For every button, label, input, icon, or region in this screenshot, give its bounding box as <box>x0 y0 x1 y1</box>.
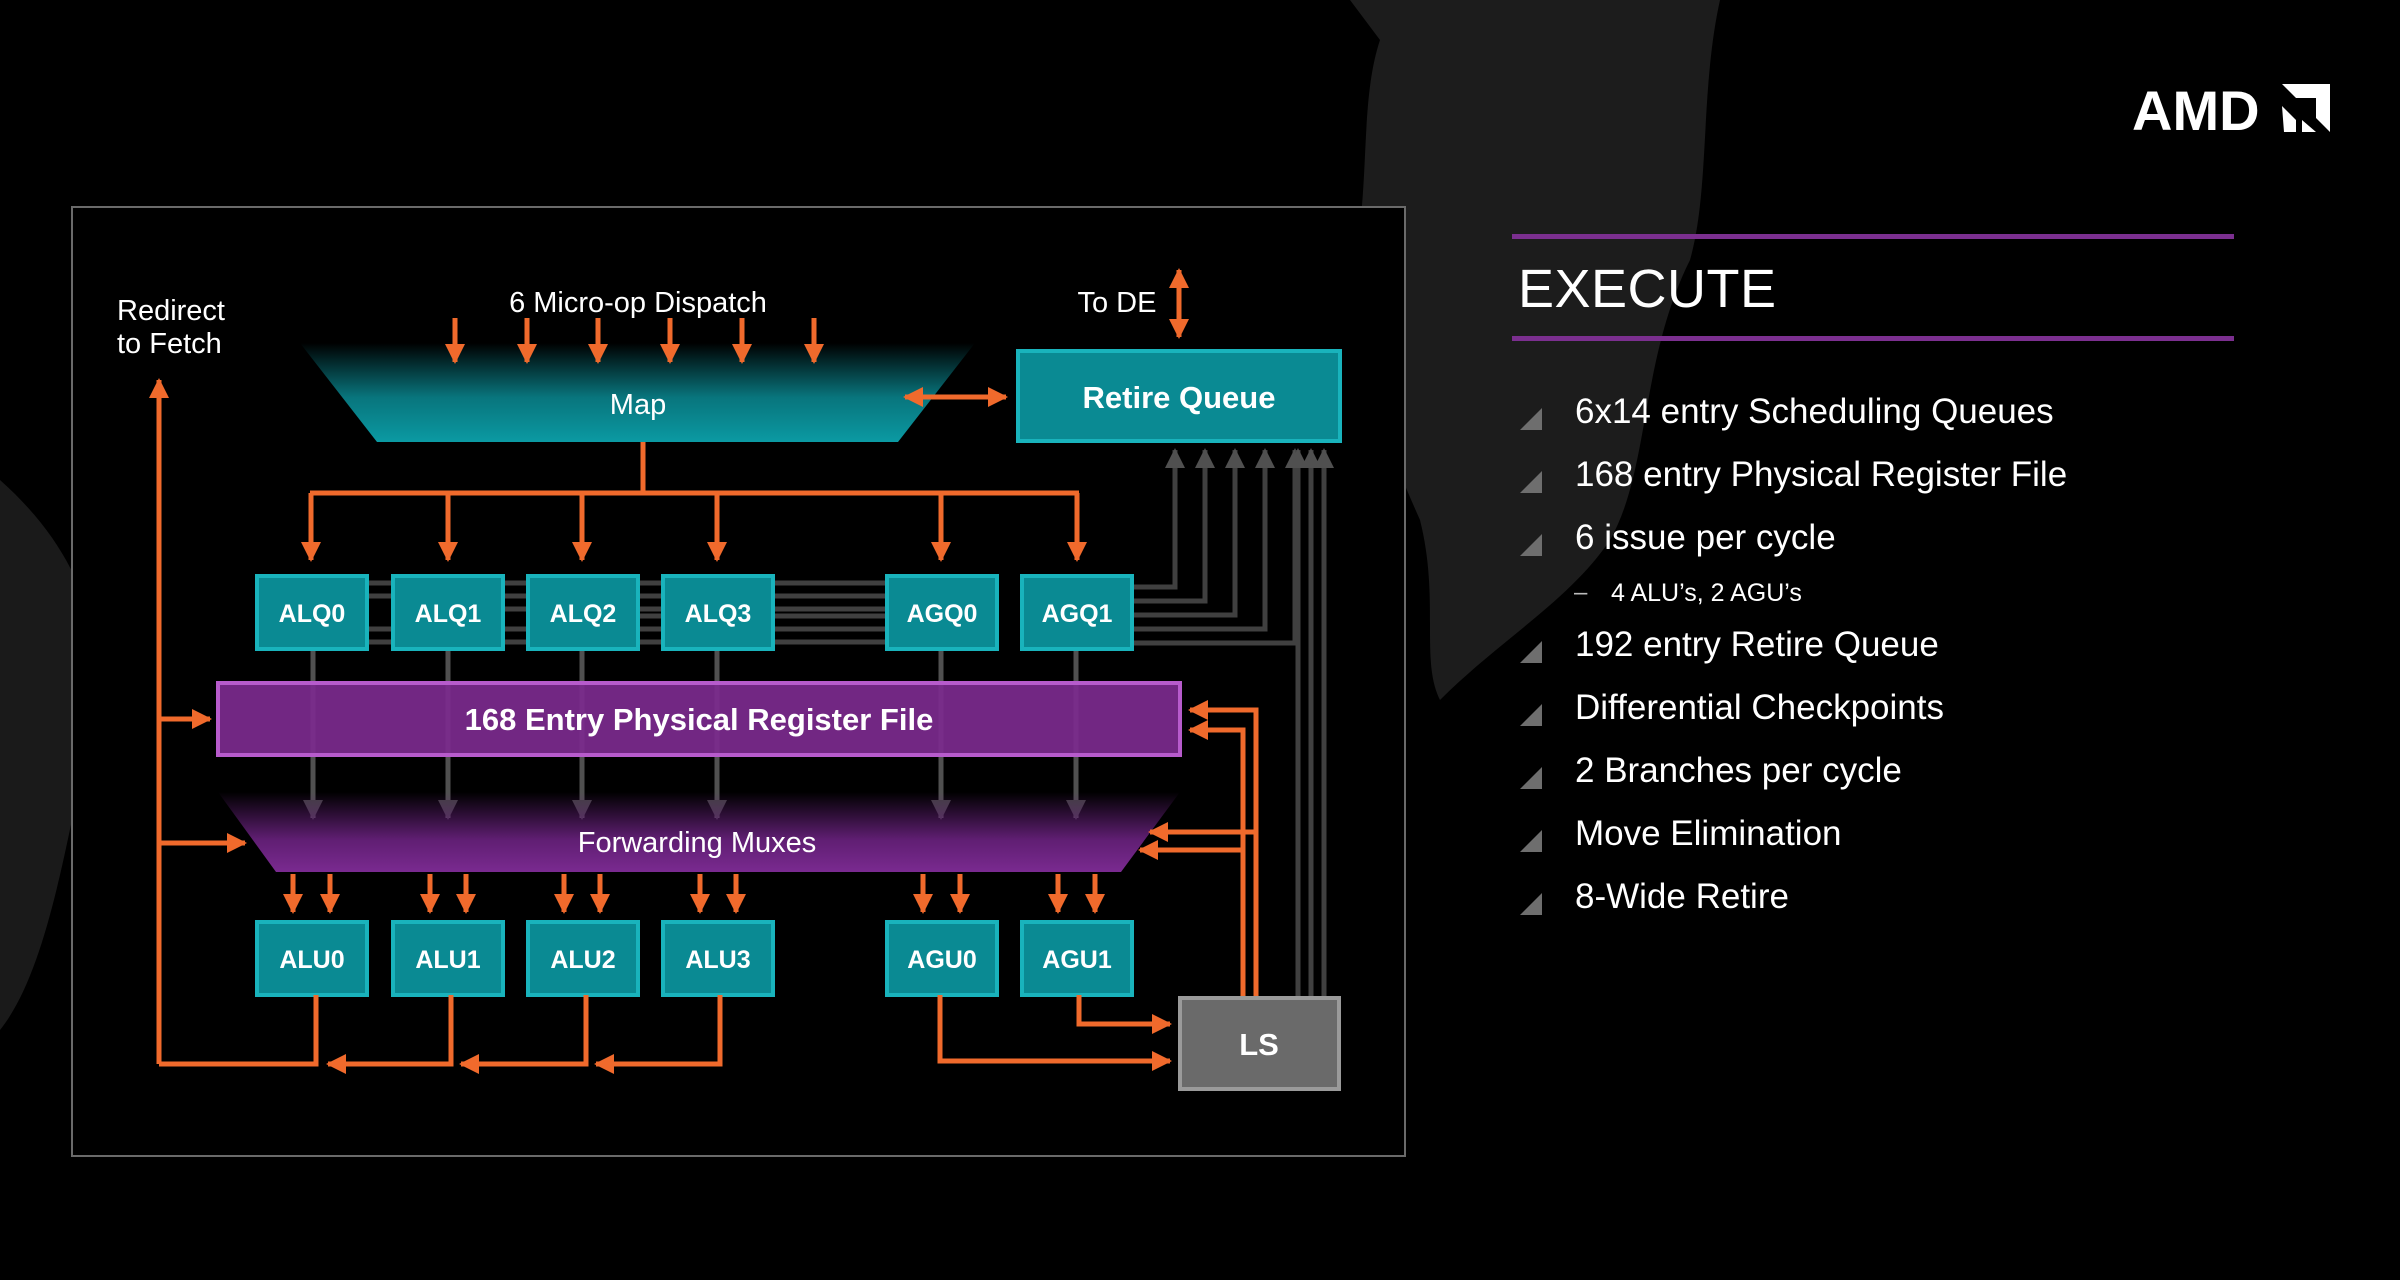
amd-logo: AMD <box>2132 82 2330 142</box>
dash-bullet: – <box>1574 579 1588 606</box>
queue-alq0 <box>255 574 369 651</box>
retire-queue-label: Retire Queue <box>1083 380 1276 415</box>
triangle-bullet-icon <box>1520 641 1542 663</box>
dispatch-label: 6 Micro-op Dispatch <box>509 287 767 319</box>
unit-alu0 <box>255 920 369 997</box>
retire-queue-block <box>1016 349 1342 443</box>
queue-row: ALQ0 ALQ1 ALQ2 ALQ3 AGQ0 AGQ1 <box>255 574 1134 651</box>
forwarding-muxes-block <box>218 792 1180 872</box>
panel-title: EXECUTE <box>1518 259 1777 319</box>
ls-retire-lines <box>1288 448 1334 996</box>
forwarding-label: Forwarding Muxes <box>578 827 817 859</box>
unit-label: ALU1 <box>415 946 480 974</box>
list-item-text: 168 entry Physical Register File <box>1575 455 2068 494</box>
queue-label: AGQ1 <box>1042 600 1113 628</box>
title-rule-top <box>1512 234 2234 239</box>
unit-row: ALU0 ALU1 ALU2 ALU3 AGU0 AGU1 <box>255 920 1134 997</box>
unit-alu2 <box>526 920 640 997</box>
queue-label: ALQ2 <box>550 600 617 628</box>
triangle-bullet-icon <box>1520 471 1542 493</box>
redirect-label-line1: Redirect <box>117 295 225 327</box>
redirect-label-line2: to Fetch <box>117 328 222 360</box>
dispatch-arrows <box>445 318 824 364</box>
map-label: Map <box>610 389 666 421</box>
ls-label: LS <box>1239 1027 1279 1062</box>
ls-block <box>1178 996 1341 1091</box>
map-to-queue-arrows <box>301 442 1087 562</box>
amd-logo-text: AMD <box>2132 82 2260 142</box>
triangle-bullet-icon <box>1520 893 1542 915</box>
queue-alq3 <box>661 574 775 651</box>
queue-agq1 <box>1020 574 1134 651</box>
triangle-bullet-icon <box>1520 408 1542 430</box>
unit-label: AGU0 <box>907 946 976 974</box>
list-item-text: 6 issue per cycle <box>1575 518 1836 557</box>
agu-to-ls-arrows <box>937 995 1172 1071</box>
queue-label: ALQ1 <box>415 600 482 628</box>
unit-label: ALU3 <box>685 946 750 974</box>
title-rule-bottom <box>1512 336 2234 341</box>
amd-arrow-icon <box>2282 84 2330 132</box>
queue-alq2 <box>526 574 640 651</box>
execute-diagram: Map 6 Micro-op Dispatch Retire Queue To … <box>71 206 1406 1157</box>
redirect-arrows <box>149 378 723 1074</box>
list-item-text: 2 Branches per cycle <box>1575 751 1902 790</box>
register-file-block <box>216 681 1182 757</box>
queue-alq1 <box>391 574 505 651</box>
unit-label: ALU2 <box>550 946 615 974</box>
ls-to-prf-arrows <box>1138 700 1259 996</box>
list-item-text: 192 entry Retire Queue <box>1575 625 1939 664</box>
list-item-text: 6x14 entry Scheduling Queues <box>1575 392 2054 431</box>
to-de-label: To DE <box>1078 287 1157 319</box>
sub-list-item-text: 4 ALU’s, 2 AGU’s <box>1611 579 1802 607</box>
mux-to-unit-arrows <box>283 874 1105 914</box>
list-item-text: 8-Wide Retire <box>1575 877 1789 916</box>
map-block <box>300 343 975 442</box>
queue-label: ALQ0 <box>279 600 346 628</box>
triangle-bullet-icon <box>1520 767 1542 789</box>
queue-label: AGQ0 <box>907 600 978 628</box>
queue-agq0 <box>885 574 999 651</box>
triangle-bullet-icon <box>1520 534 1542 556</box>
unit-agu1 <box>1020 920 1134 997</box>
unit-label: AGU1 <box>1042 946 1112 974</box>
register-file-label: 168 Entry Physical Register File <box>465 702 934 737</box>
queue-label: ALQ3 <box>685 600 752 628</box>
triangle-bullet-icon <box>1520 830 1542 852</box>
list-item-text: Differential Checkpoints <box>1575 688 1944 727</box>
unit-alu1 <box>391 920 505 997</box>
triangle-bullet-icon <box>1520 704 1542 726</box>
list-item-text: Move Elimination <box>1575 814 1842 853</box>
unit-label: ALU0 <box>279 946 344 974</box>
